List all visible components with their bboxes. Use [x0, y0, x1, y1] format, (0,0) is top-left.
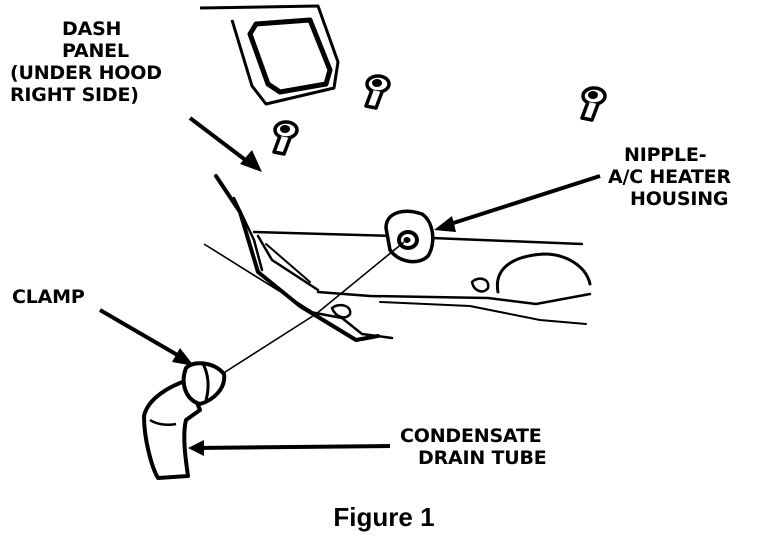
dash-panel-label-line-4: RIGHT SIDE) — [10, 84, 139, 106]
housing-nipple — [384, 209, 435, 264]
dash-panel-label: DASH PANEL (UNDER HOOD RIGHT SIDE) — [10, 18, 162, 106]
figure-caption: Figure 1 — [333, 502, 435, 532]
fastener-upper — [364, 74, 391, 110]
dash-panel-label-line-1: DASH — [62, 18, 122, 40]
nipple-label: NIPPLE- A/C HEATER HOUSING — [608, 144, 731, 210]
dash-panel-label-line-2: PANEL — [62, 40, 129, 62]
dash-panel-label-line-3: (UNDER HOOD — [10, 62, 162, 84]
dash-panel-window — [199, 4, 340, 106]
clamp-label: CLAMP — [12, 286, 85, 308]
nipple-label-line-1: NIPPLE- — [624, 144, 707, 166]
clamp-label-text: CLAMP — [12, 286, 85, 308]
hose-clamp — [181, 361, 227, 406]
alignment-lines — [203, 241, 405, 375]
drain-tube-label: CONDENSATE DRAIN TUBE — [400, 425, 547, 469]
fastener-left — [272, 120, 299, 156]
dash-panel-body — [214, 174, 592, 342]
condensate-drain-tube — [142, 378, 202, 480]
nipple-label-line-2: A/C HEATER — [608, 166, 731, 188]
drain-tube-label-line-1: CONDENSATE — [400, 425, 542, 447]
fastener-right — [580, 86, 607, 122]
leader-arrows — [98, 116, 601, 456]
drain-tube-label-line-2: DRAIN TUBE — [418, 447, 547, 469]
nipple-label-line-3: HOUSING — [630, 188, 729, 210]
